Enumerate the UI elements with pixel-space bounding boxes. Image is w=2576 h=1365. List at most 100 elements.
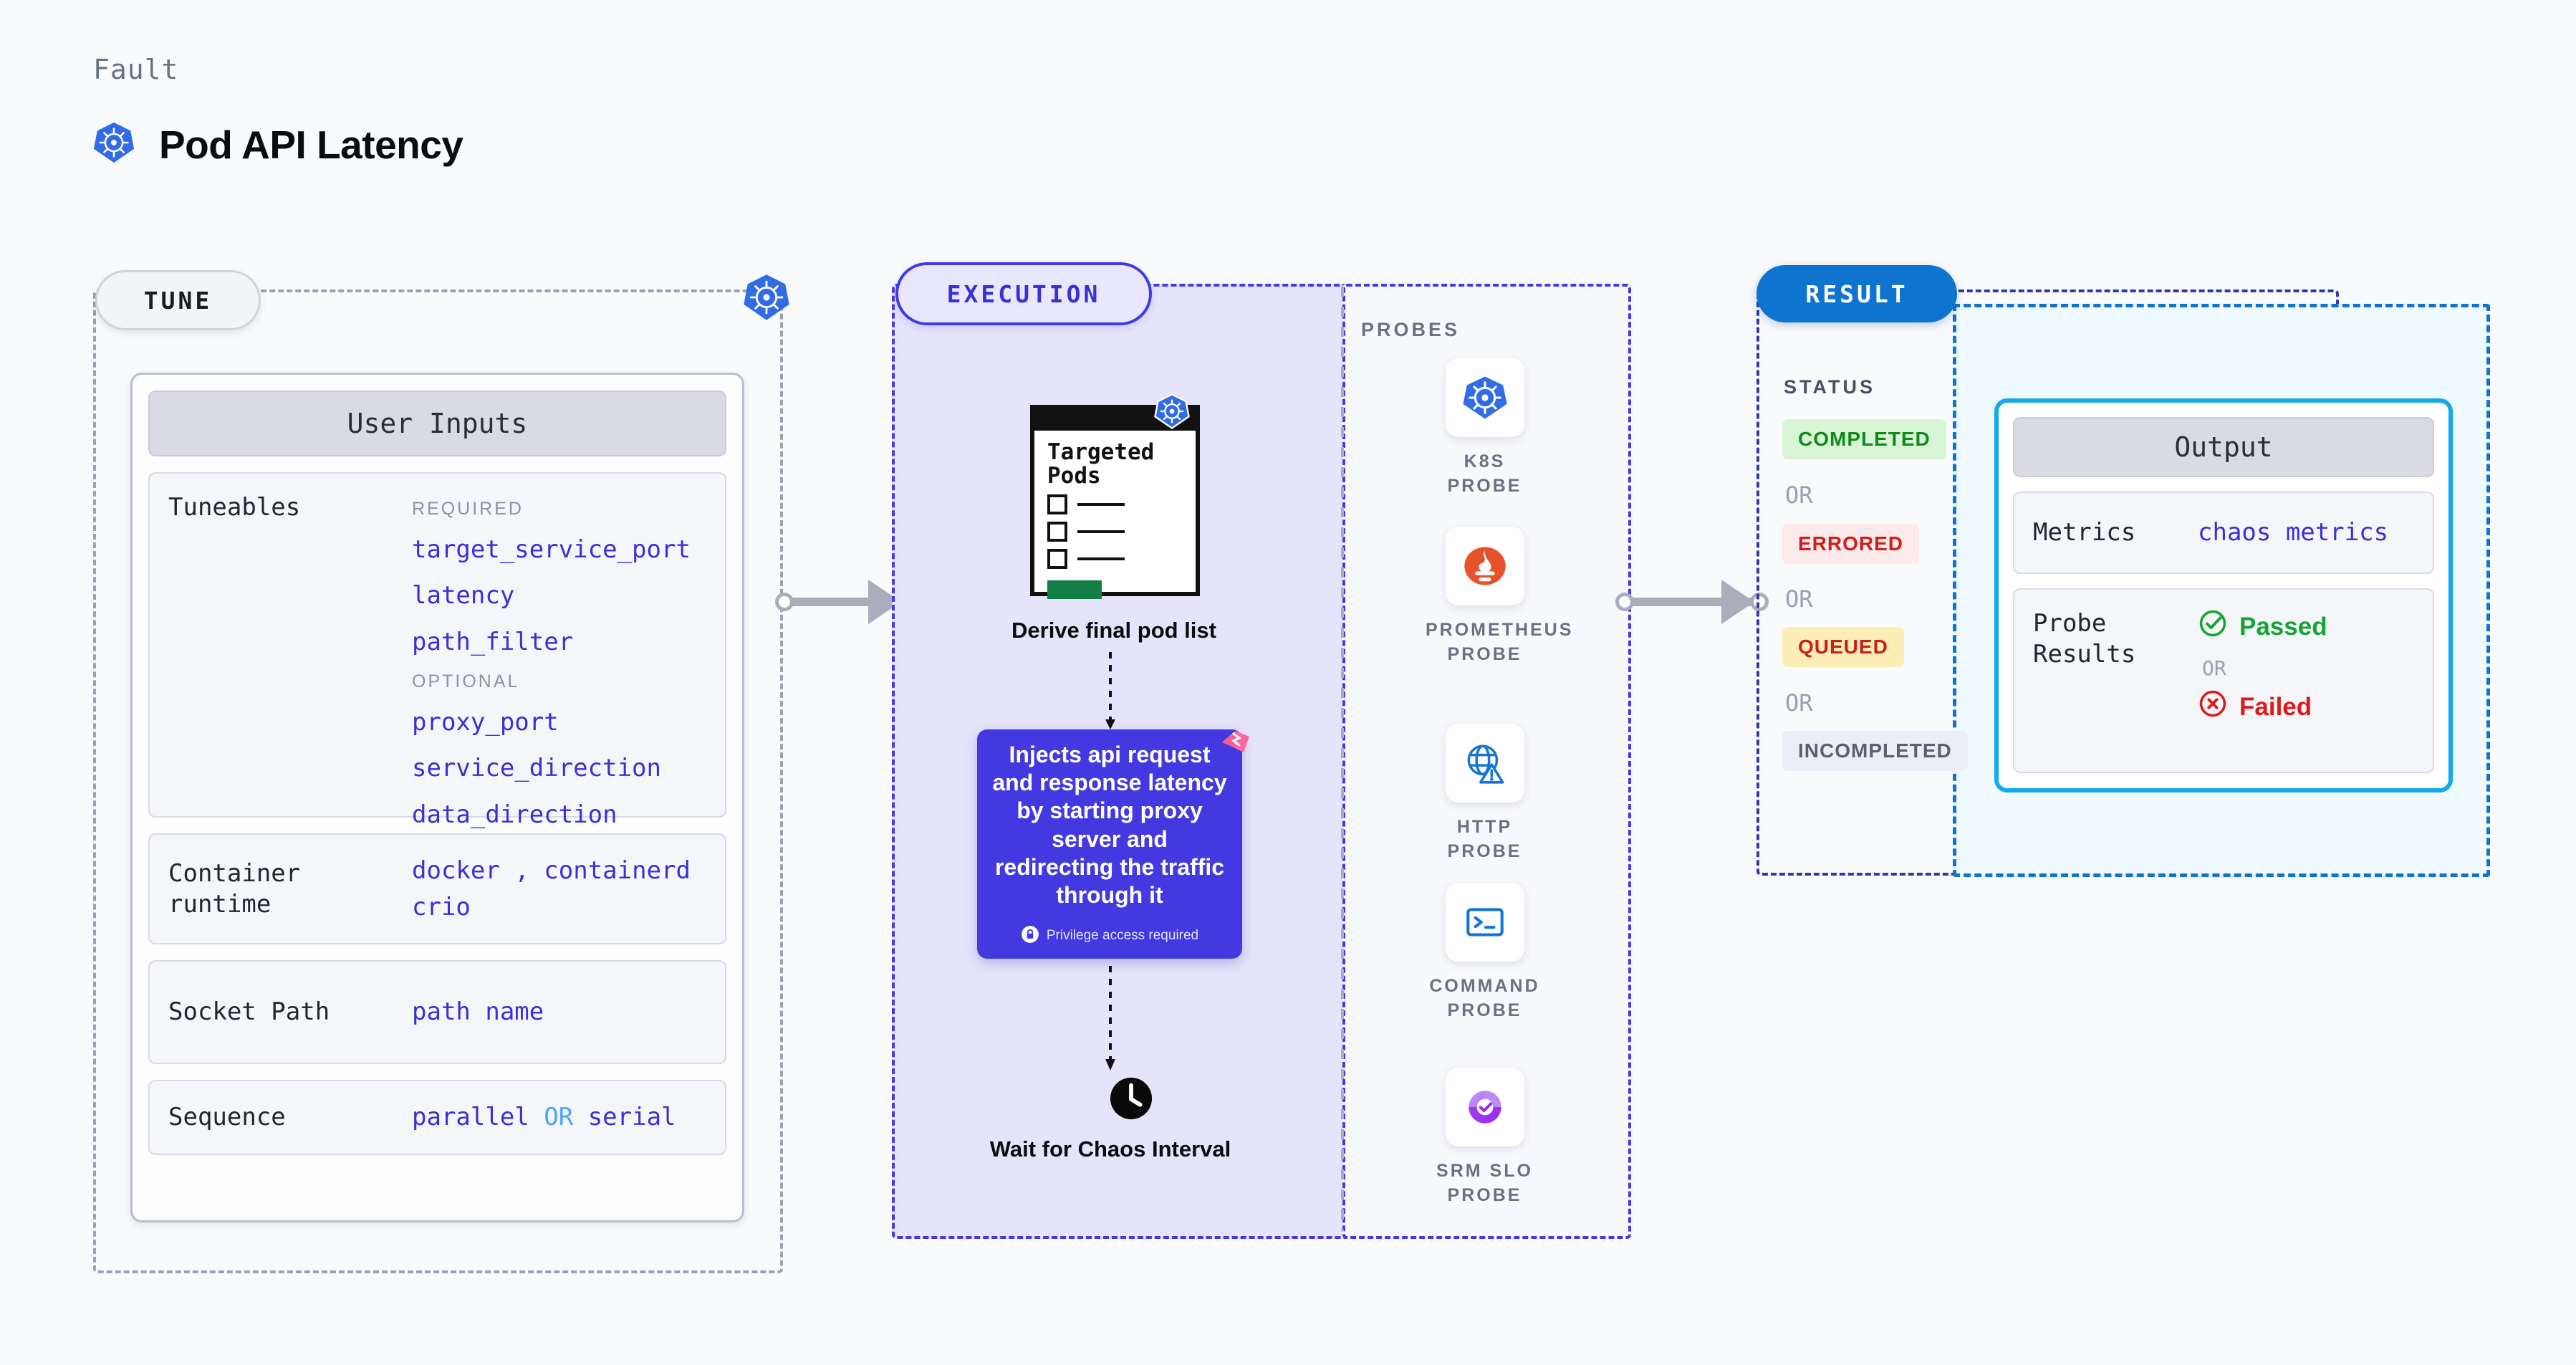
- status-badge-incompleted: INCOMPLETED: [1782, 731, 1968, 771]
- probe-label: PROMETHEUS PROBE: [1426, 620, 1574, 664]
- tuneable-service-direction[interactable]: service_direction: [412, 754, 661, 783]
- check-circle-icon: [2198, 608, 2228, 645]
- srm-slo-icon: [1445, 1068, 1524, 1146]
- optional-caption: OPTIONAL: [412, 671, 520, 692]
- probe-label: K8S PROBE: [1447, 451, 1522, 496]
- tuneables-label: Tuneables: [168, 493, 301, 522]
- probe-results-label: Probe Results: [2033, 609, 2136, 669]
- status-badge-errored: ERRORED: [1782, 524, 1920, 564]
- probe-result-failed: Failed: [2198, 689, 2327, 725]
- connector-execution-to-result: [1615, 580, 1769, 624]
- execution-stage-pill[interactable]: EXECUTION: [895, 262, 1152, 325]
- status-badge-queued: QUEUED: [1782, 627, 1904, 667]
- privilege-row: Privilege access required: [1021, 925, 1198, 947]
- kubernetes-icon: [1153, 393, 1191, 434]
- socket-path-row: Socket Path path name: [148, 960, 726, 1064]
- targeted-pods-card: Targeted Pods: [1030, 405, 1200, 600]
- runtime-docker[interactable]: docker: [412, 856, 500, 885]
- checkbox-icon[interactable]: [1047, 549, 1067, 570]
- kubernetes-icon: [92, 120, 136, 168]
- metrics-row: Metrics chaos metrics: [2013, 492, 2434, 574]
- status-or-1: OR: [1785, 482, 1813, 509]
- flow-arrow-down: [1105, 966, 1115, 1071]
- tuneable-proxy-port[interactable]: proxy_port: [412, 707, 559, 737]
- metrics-value[interactable]: chaos metrics: [2198, 518, 2389, 547]
- socket-path-label: Socket Path: [168, 997, 330, 1027]
- result-stage-pill[interactable]: RESULT: [1756, 265, 1957, 322]
- probe-result-passed: Passed: [2198, 608, 2327, 645]
- checkbox-icon[interactable]: [1047, 522, 1067, 542]
- pod-list-item: [1047, 494, 1196, 515]
- probe-item-k8s[interactable]: K8S PROBE: [1426, 358, 1544, 499]
- metrics-label: Metrics: [2033, 518, 2136, 547]
- clock-icon: [1109, 1076, 1153, 1121]
- output-card: Output Metrics chaos metrics Probe Resul…: [1994, 398, 2453, 792]
- passed-text: Passed: [2239, 612, 2327, 641]
- runtime-crio[interactable]: crio: [412, 892, 471, 921]
- x-circle-icon: [2198, 689, 2228, 725]
- pod-card-green-bar: [1047, 580, 1102, 600]
- targeted-pods-title: Targeted Pods: [1047, 439, 1155, 489]
- runtime-containerd[interactable]: containerd: [544, 856, 691, 885]
- kubernetes-icon: [741, 272, 792, 322]
- probe-results-values: Passed OR Failed: [2198, 608, 2327, 753]
- status-or-2: OR: [1785, 585, 1813, 613]
- pod-line-placeholder: [1077, 557, 1125, 561]
- sequence-row: Sequence parallel OR serial: [148, 1080, 726, 1155]
- page-title: Pod API Latency: [159, 122, 463, 167]
- probe-item-srm-slo[interactable]: SRM SLO PROBE: [1426, 1068, 1544, 1208]
- probe-label: COMMAND PROBE: [1429, 976, 1540, 1020]
- tuneables-row: Tuneables REQUIRED target_service_port l…: [148, 472, 726, 829]
- tune-stage-pill[interactable]: TUNE: [95, 270, 261, 330]
- probe-item-prometheus[interactable]: PROMETHEUS PROBE: [1426, 527, 1574, 667]
- probe-result-or: OR: [2202, 656, 2226, 680]
- checkbox-icon[interactable]: [1047, 494, 1067, 515]
- container-runtime-label: Container runtime: [168, 859, 301, 919]
- prometheus-icon: [1445, 527, 1524, 605]
- probe-item-command[interactable]: COMMAND PROBE: [1426, 883, 1544, 1023]
- tuneable-path-filter[interactable]: path_filter: [412, 627, 574, 656]
- flow-arrow-down: [1105, 652, 1115, 729]
- probe-results-row: Probe Results Passed OR: [2013, 588, 2434, 773]
- tuneable-target-service-port[interactable]: target_service_port: [412, 535, 691, 564]
- pod-line-placeholder: [1077, 503, 1125, 507]
- globe-warning-icon: [1445, 724, 1524, 803]
- tune-stage-panel: [93, 289, 783, 1273]
- probes-divider: [1341, 287, 1344, 1231]
- wait-for-chaos-interval-label: Wait for Chaos Interval: [989, 1136, 1231, 1162]
- litmuschaos-icon: [1218, 727, 1252, 761]
- tuneable-latency[interactable]: latency: [412, 581, 515, 610]
- derive-final-pod-list-label: Derive final pod list: [1011, 618, 1216, 643]
- pod-line-placeholder: [1077, 530, 1125, 534]
- tuneables-values: REQUIRED target_service_port latency pat…: [412, 492, 691, 829]
- container-runtime-values: docker , containerd crio: [412, 853, 691, 926]
- status-badge-completed: COMPLETED: [1782, 419, 1946, 459]
- status-or-3: OR: [1785, 689, 1813, 717]
- pod-list-item: [1047, 522, 1196, 542]
- probe-label: SRM SLO PROBE: [1436, 1161, 1533, 1205]
- pod-list-item: [1047, 549, 1196, 570]
- sequence-parallel[interactable]: parallel: [412, 1103, 529, 1132]
- runtime-separator: ,: [514, 856, 529, 885]
- inject-description: Injects api request and response latency…: [992, 742, 1227, 908]
- user-inputs-card: User Inputs Tuneables REQUIRED target_se…: [130, 373, 744, 1222]
- kubernetes-icon: [1445, 358, 1524, 437]
- failed-text: Failed: [2239, 692, 2312, 721]
- tuneable-data-direction[interactable]: data_direction: [412, 800, 617, 829]
- terminal-icon: [1445, 883, 1524, 962]
- socket-path-value[interactable]: path name: [412, 997, 544, 1027]
- inject-latency-card: Injects api request and response latency…: [977, 729, 1242, 959]
- container-runtime-row: Container runtime docker , containerd cr…: [148, 833, 726, 944]
- sequence-joiner: OR: [544, 1103, 574, 1132]
- probe-label: HTTP PROBE: [1447, 817, 1522, 861]
- probe-item-http[interactable]: HTTP PROBE: [1426, 724, 1544, 864]
- sequence-label: Sequence: [168, 1103, 286, 1132]
- sequence-serial[interactable]: serial: [587, 1103, 676, 1132]
- privilege-note: Privilege access required: [1046, 928, 1199, 944]
- output-title: Output: [2013, 417, 2434, 477]
- probes-label: PROBES: [1361, 319, 1461, 340]
- page-title-row: Pod API Latency: [92, 120, 463, 168]
- user-inputs-title: User Inputs: [148, 391, 726, 456]
- page-eyebrow: Fault: [93, 54, 179, 85]
- required-caption: REQUIRED: [412, 499, 524, 519]
